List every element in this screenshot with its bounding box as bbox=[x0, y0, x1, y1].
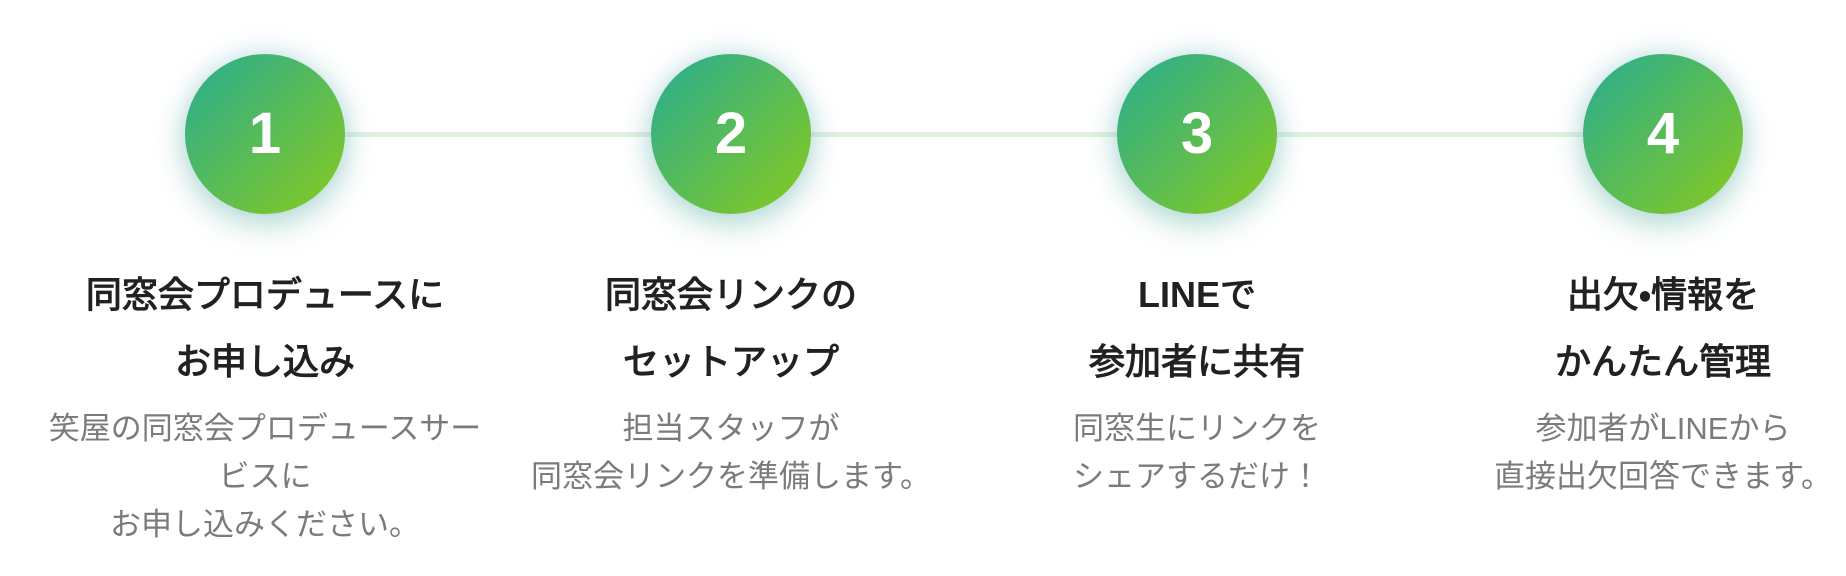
step-description-line: シェアするだけ！ bbox=[1073, 459, 1321, 495]
step-title-line: 出欠・情報を bbox=[1566, 274, 1760, 315]
step-description-line: 参加者がLINEから bbox=[1535, 411, 1791, 447]
step-title-line: LINEで bbox=[1137, 274, 1256, 315]
step-number: 2 bbox=[714, 101, 748, 166]
step-title: 出欠・情報を かんたん管理 bbox=[1555, 262, 1771, 395]
step-description: 同窓生にリンクを シェアするだけ！ bbox=[1073, 405, 1321, 501]
step-number-badge: 1 bbox=[185, 54, 345, 214]
step-number-badge: 4 bbox=[1583, 54, 1743, 214]
step-item-1: 1 同窓会プロデュースに お申し込み 笑屋の同窓会プロデュースサービスに お申し… bbox=[32, 0, 653, 549]
step-description-line: 同窓会リンクを準備します。 bbox=[531, 459, 931, 495]
step-description: 参加者がLINEから 直接出欠回答できます。 bbox=[1494, 405, 1832, 501]
step-number-badge: 2 bbox=[651, 54, 811, 214]
step-title-line: かんたん管理 bbox=[1554, 340, 1771, 382]
step-number-badge: 3 bbox=[1117, 54, 1277, 214]
step-connector-line bbox=[343, 132, 653, 137]
step-title-line: 同窓会リンクの bbox=[604, 274, 857, 315]
step-description: 笑屋の同窓会プロデュースサービスに お申し込みください。 bbox=[39, 405, 491, 549]
step-title-line: お申し込み bbox=[174, 340, 355, 382]
step-description-line: お申し込みください。 bbox=[110, 507, 420, 543]
process-steps-section: 1 同窓会プロデュースに お申し込み 笑屋の同窓会プロデュースサービスに お申し… bbox=[32, 0, 1846, 549]
step-item-2: 2 同窓会リンクの セットアップ 担当スタッフが 同窓会リンクを準備します。 bbox=[498, 0, 1119, 549]
step-title-line: 参加者に共有 bbox=[1088, 340, 1305, 382]
step-title: 同窓会リンクの セットアップ bbox=[605, 262, 857, 395]
step-description-line: 担当スタッフが bbox=[622, 411, 840, 447]
step-title: LINEで 参加者に共有 bbox=[1089, 262, 1305, 395]
step-number: 3 bbox=[1180, 101, 1214, 166]
step-connector-line bbox=[1275, 132, 1585, 137]
step-item-4: 4 出欠・情報を かんたん管理 参加者がLINEから 直接出欠回答できます。 bbox=[1430, 0, 1846, 549]
step-title-line: セットアップ bbox=[622, 340, 839, 382]
step-description: 担当スタッフが 同窓会リンクを準備します。 bbox=[531, 405, 931, 501]
step-number: 4 bbox=[1646, 101, 1680, 166]
step-description-line: 笑屋の同窓会プロデュースサービスに bbox=[48, 411, 482, 495]
step-description-line: 直接出欠回答できます。 bbox=[1494, 459, 1832, 495]
step-title-line: 同窓会プロデュースに bbox=[85, 274, 445, 315]
step-connector-line bbox=[809, 132, 1119, 137]
step-description-line: 同窓生にリンクを bbox=[1073, 411, 1321, 447]
step-item-3: 3 LINEで 参加者に共有 同窓生にリンクを シェアするだけ！ bbox=[964, 0, 1585, 549]
step-title: 同窓会プロデュースに お申し込み bbox=[86, 262, 444, 395]
step-number: 1 bbox=[248, 101, 282, 166]
